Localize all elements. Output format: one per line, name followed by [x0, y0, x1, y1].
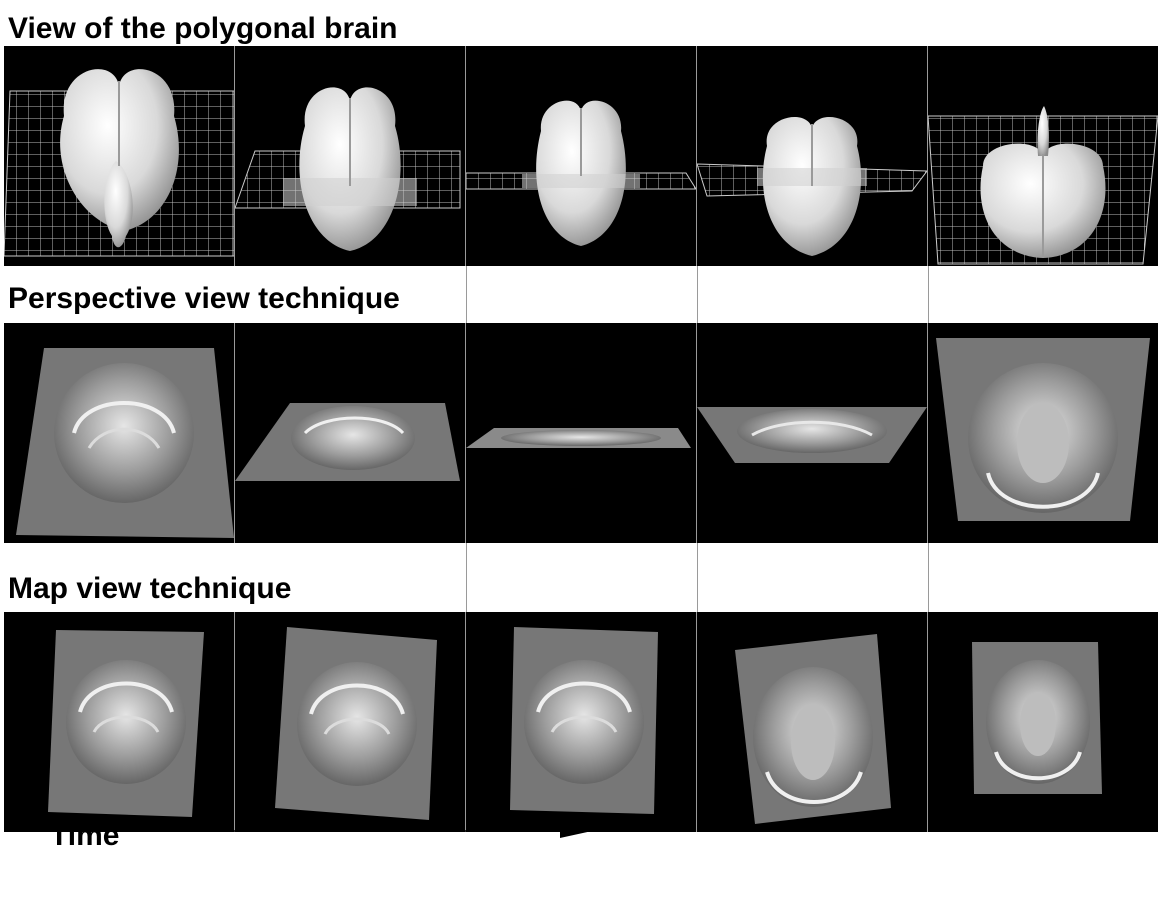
brain-view-frame — [234, 46, 465, 266]
brain-view-frame — [696, 46, 927, 266]
mri-slice-frame — [927, 612, 1158, 832]
column-divider — [466, 543, 467, 612]
brain-view-frame — [4, 46, 234, 266]
mri-slice-frame — [465, 323, 696, 543]
column-divider — [928, 543, 929, 612]
mri-slice-frame — [465, 612, 696, 832]
mri-slice-frame — [234, 323, 465, 543]
time-label: Time — [50, 821, 119, 851]
section-title-perspective: Perspective view technique — [8, 284, 400, 314]
section-title-polygonal: View of the polygonal brain — [8, 14, 398, 44]
column-divider — [697, 543, 698, 612]
polygonal-brain-row — [4, 46, 1156, 266]
brain-view-frame — [927, 46, 1158, 266]
column-divider — [928, 266, 929, 323]
mri-slice-frame — [4, 323, 234, 543]
time-arrow — [130, 816, 600, 846]
mri-slice-frame — [696, 612, 927, 832]
mri-slice-frame — [927, 323, 1158, 543]
mri-slice-frame — [4, 612, 234, 832]
mri-slice-frame — [696, 323, 927, 543]
brain-view-frame — [465, 46, 696, 266]
section-title-map: Map view technique — [8, 574, 291, 604]
mri-slice-frame — [234, 612, 465, 832]
map-view-row — [4, 612, 1156, 832]
perspective-view-row — [4, 323, 1156, 543]
column-divider — [697, 266, 698, 323]
column-divider — [466, 266, 467, 323]
